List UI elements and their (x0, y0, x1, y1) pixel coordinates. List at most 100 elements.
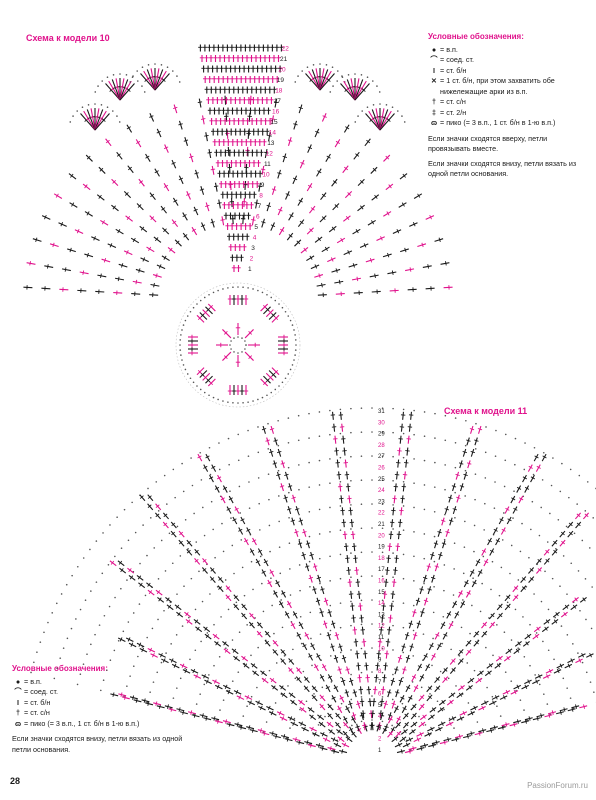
chain-dot (233, 572, 235, 575)
chain-dot (271, 604, 273, 607)
row-number: 22 (282, 46, 290, 53)
chain-dot (592, 517, 595, 519)
stitch-bar (304, 633, 309, 637)
stitch-mark (528, 567, 535, 574)
row-number: 20 (278, 67, 286, 74)
stitch-bar (489, 549, 495, 553)
stitch-bar (337, 729, 341, 734)
stitch-bar (277, 172, 282, 175)
chain-dot (225, 647, 227, 650)
stitch-mark (225, 690, 234, 695)
stitch-mark (503, 655, 511, 662)
chain-dot (357, 115, 359, 117)
stitch-bar (396, 229, 400, 234)
stitch-bar (283, 734, 286, 739)
stitch-mark (310, 264, 320, 270)
legend-item: ɷ= пико (= 3 в.п., 1 ст. б/н в 1-ю в.п.) (12, 719, 197, 730)
chain-dot (278, 520, 280, 523)
stitch-mark (455, 735, 464, 739)
stitch-bar (290, 623, 295, 627)
chain-dot (547, 608, 550, 611)
chain-dot (381, 455, 384, 457)
chain-dot (118, 121, 121, 123)
chain-dot (184, 518, 187, 521)
stitch-bar (348, 679, 354, 683)
chain-dot (402, 529, 405, 531)
stitch-bar (425, 665, 431, 669)
stitch-mark (157, 597, 165, 603)
chain-dot (366, 76, 369, 79)
chain-dot (371, 719, 373, 721)
stitch-bar (204, 626, 208, 631)
stitch-bar (317, 237, 322, 242)
chain-dot (287, 466, 290, 469)
stitch-bar (524, 486, 530, 490)
chain-dot (199, 693, 201, 695)
stitch-mark (191, 714, 200, 718)
legend-item: †= ст. с/н (12, 708, 197, 719)
stitch-bar (427, 686, 432, 690)
stitch-bar (173, 199, 178, 203)
stitch-bar (263, 381, 267, 386)
chain-dot (402, 432, 405, 435)
stitch-bar (220, 219, 225, 221)
stitch-mark (279, 716, 288, 721)
chain-dot (106, 106, 109, 109)
row-number: 7 (258, 203, 262, 210)
stitch-bar (417, 193, 421, 198)
chain-dot (366, 106, 369, 109)
chain-dot (163, 474, 166, 477)
stitch-bar (431, 654, 436, 658)
chain-dot (423, 435, 426, 438)
stitch-mark (94, 108, 100, 131)
stitch-bar (109, 243, 113, 248)
stitch-bar (430, 726, 433, 732)
stitch-bar (551, 710, 554, 715)
stitch-bar (291, 496, 296, 499)
stitch-bar (408, 737, 412, 742)
stitch-mark (201, 567, 208, 574)
stitch-mark (98, 166, 106, 174)
chain-dot (193, 512, 195, 515)
chain-dot (479, 610, 482, 613)
stitch-mark (408, 620, 413, 629)
chain-dot (291, 324, 294, 326)
stitch-bar (283, 496, 288, 499)
chain-dot (160, 539, 163, 542)
chain-dot (157, 578, 160, 580)
stitch-mark (465, 685, 473, 691)
chain-dot (429, 693, 431, 695)
stitch-bar (435, 740, 438, 745)
stitch-mark (500, 527, 506, 535)
stitch-bar (338, 645, 343, 648)
stitch-mark (430, 653, 436, 661)
chain-dot (540, 506, 543, 509)
stitch-bar (47, 264, 49, 269)
stitch-bar (139, 582, 143, 587)
chain-dot (533, 446, 536, 449)
chain-dot (325, 64, 328, 66)
stitch-bar (570, 658, 574, 663)
chain-dot (454, 517, 456, 519)
stitch-mark (481, 548, 487, 556)
stitch-mark (353, 291, 363, 294)
stitch-bar (319, 675, 325, 679)
row-number: 7 (378, 680, 382, 686)
stitch-mark (457, 648, 464, 656)
stitch-mark (513, 720, 522, 724)
chain-dot (298, 564, 301, 566)
chain-dot (293, 329, 295, 331)
chain-dot (227, 608, 230, 611)
stitch-mark (84, 211, 93, 217)
stitch-bar (356, 728, 362, 732)
stitch-bar (437, 644, 442, 648)
stitch-bar (419, 588, 424, 591)
stitch-mark (172, 197, 179, 206)
stitch-bar (272, 649, 277, 654)
stitch-bar (467, 649, 472, 654)
stitch-bar (319, 722, 324, 727)
stitch-bar (126, 126, 131, 130)
chain-dot (361, 110, 364, 112)
stitch-bar (387, 252, 390, 258)
chain-dot (171, 70, 174, 72)
